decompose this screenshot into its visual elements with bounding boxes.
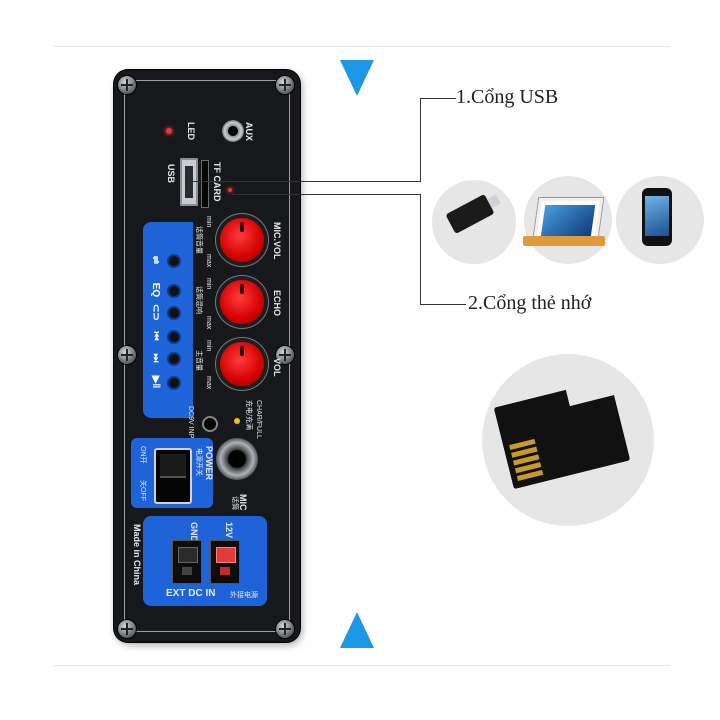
- vol-cn-label: 主音量: [195, 350, 202, 371]
- screw-icon: [276, 76, 294, 94]
- volume-knob[interactable]: [220, 342, 264, 386]
- on-label: ON开: [139, 446, 146, 464]
- max-label: max: [205, 316, 212, 330]
- tf-card-slot[interactable]: [201, 160, 209, 208]
- next-icon: ⏭: [150, 353, 161, 363]
- led-indicator: [166, 128, 172, 134]
- tf-callout-line: [420, 304, 466, 305]
- min-label: min: [205, 340, 212, 352]
- max-label: max: [205, 254, 212, 268]
- eq-label: EQ: [150, 282, 161, 298]
- echo-label: ECHO: [272, 290, 282, 317]
- vol-label: VOL: [272, 358, 282, 377]
- eq-button[interactable]: [169, 286, 179, 296]
- charge-led: [234, 418, 240, 424]
- terminal-hole: [220, 567, 230, 575]
- power-label: POWER: [204, 446, 214, 481]
- control-button-strip: ⇌ EQ ⊂⊃ ⏮ ⏭ ▶‖: [143, 222, 193, 418]
- screw-icon: [118, 76, 136, 94]
- echo-cn-label: 话筒混响: [195, 286, 202, 314]
- mode-button[interactable]: [169, 308, 179, 318]
- usb-callout-line: [190, 181, 420, 182]
- mic-volume-knob[interactable]: [220, 218, 264, 262]
- screw-icon: [276, 620, 294, 638]
- next-button[interactable]: [169, 354, 179, 364]
- previous-button[interactable]: [169, 332, 179, 342]
- max-label: max: [205, 376, 212, 390]
- memory-card-caption: 2.Cổng thẻ nhớ: [468, 292, 592, 314]
- terminal-button: [216, 547, 236, 563]
- off-label: 关OFF: [139, 480, 146, 501]
- repeat-button[interactable]: [169, 256, 179, 266]
- mic-cn-label: 话筒: [231, 496, 238, 510]
- mic-vol-cn-label: 话筒音量: [195, 226, 202, 254]
- screw-icon: [118, 346, 136, 364]
- terminal-hole: [182, 567, 192, 575]
- min-label: min: [205, 216, 212, 228]
- led-label: LED: [186, 122, 196, 140]
- play-pause-icon: ▶‖: [150, 375, 161, 389]
- mode-icon: ⊂⊃: [150, 304, 161, 321]
- 12v-terminal[interactable]: [210, 540, 240, 584]
- ext-dc-in-label: EXT DC IN: [166, 588, 216, 599]
- charge-cn-label: 充电/充满: [245, 400, 252, 430]
- arrow-down-icon: [340, 60, 374, 96]
- 12v-label: 12V: [224, 522, 234, 539]
- ext-dc-in-area: [143, 516, 267, 606]
- mic-jack[interactable]: [216, 438, 258, 480]
- usb-port[interactable]: [180, 158, 198, 206]
- usb-label: USB: [166, 164, 176, 184]
- background-frame: [52, 46, 670, 666]
- phone-icon: [642, 188, 672, 246]
- tf-led: [228, 188, 232, 192]
- screw-icon: [276, 346, 294, 364]
- tf-callout-line: [232, 194, 420, 195]
- ext-cn-label: 外接电源: [230, 592, 258, 599]
- tf-callout-line: [420, 194, 421, 304]
- screw-icon: [118, 620, 136, 638]
- made-in-label: Made in China: [132, 524, 142, 586]
- arrow-up-icon: [340, 612, 374, 648]
- usb-callout-line: [420, 98, 421, 182]
- dc-input-port[interactable]: [204, 418, 216, 430]
- usb-callout-line: [420, 98, 456, 99]
- repeat-icon: ⇌: [150, 255, 161, 265]
- aux-label: AUX: [244, 122, 254, 142]
- power-switch[interactable]: [154, 448, 192, 504]
- tablet-stand: [523, 236, 605, 246]
- usb-port-caption: 1.Cổng USB: [456, 86, 559, 108]
- power-cn-label: 电源开关: [195, 448, 202, 476]
- aux-jack[interactable]: [222, 120, 244, 142]
- play-pause-button[interactable]: [169, 378, 179, 388]
- charge-label: CHAR/FULL: [255, 400, 262, 439]
- echo-knob[interactable]: [220, 280, 264, 324]
- previous-icon: ⏮: [150, 331, 161, 341]
- gnd-label: GND: [189, 522, 199, 542]
- mic-vol-label: MIC.VOL: [272, 222, 282, 260]
- gnd-terminal[interactable]: [172, 540, 202, 584]
- terminal-button: [178, 547, 198, 563]
- min-label: min: [205, 278, 212, 290]
